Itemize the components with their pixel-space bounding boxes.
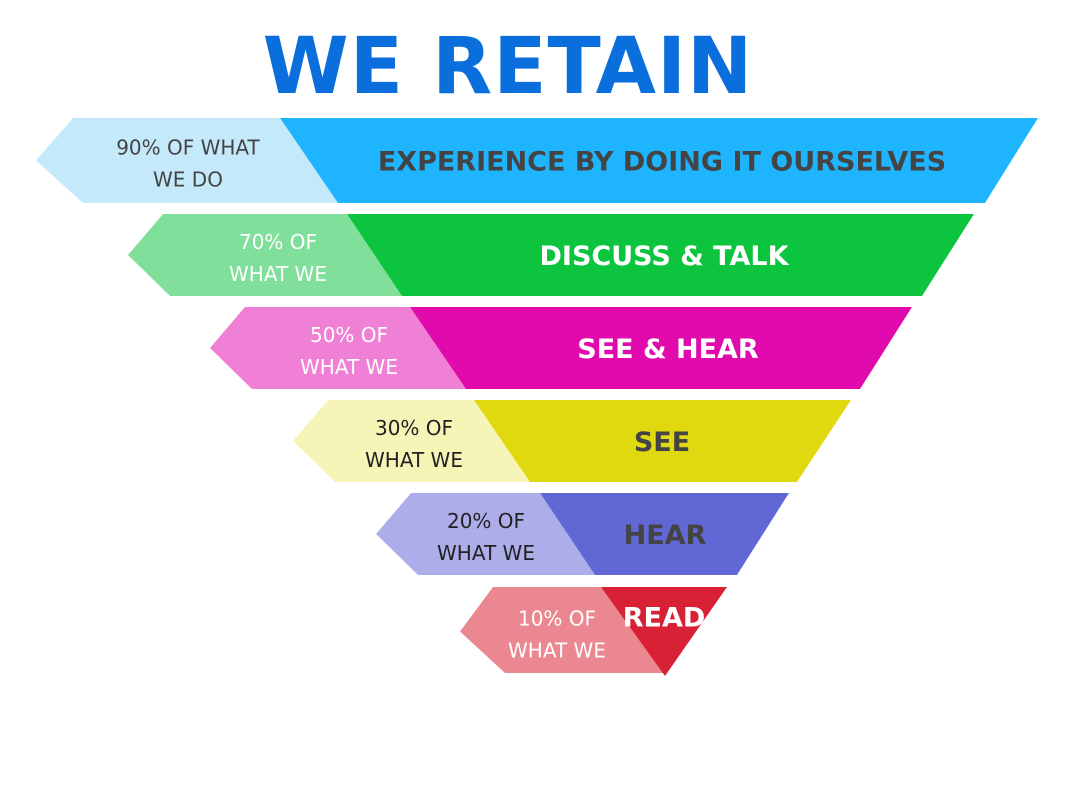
funnel-level: 30% OF WHAT WE SEE — [293, 400, 851, 482]
percent-arrow — [293, 400, 530, 482]
activity-label: EXPERIENCE BY DOING IT OURSELVES — [378, 147, 946, 178]
activity-band — [347, 214, 974, 296]
activity-label: READ — [623, 603, 706, 634]
percent-line-1: 10% OF — [518, 607, 596, 631]
percent-line-1: 20% OF — [447, 509, 525, 533]
percent-line-2: WHAT WE — [508, 639, 606, 663]
activity-label: SEE & HEAR — [577, 334, 759, 365]
funnel-level: 10% OF WHAT WE READ — [460, 587, 727, 676]
funnel-level: 50% OF WHAT WE SEE & HEAR — [210, 307, 912, 389]
percent-line-2: WE DO — [153, 168, 223, 192]
activity-band — [280, 118, 1038, 203]
activity-band — [601, 587, 727, 676]
activity-label: DISCUSS & TALK — [539, 241, 789, 272]
percent-line-2: WHAT WE — [365, 448, 463, 472]
percent-line-1: 70% OF — [239, 230, 317, 254]
percent-line-2: WHAT WE — [229, 262, 327, 286]
activity-band — [474, 400, 851, 482]
activity-label: HEAR — [624, 520, 707, 551]
percent-line-2: WHAT WE — [300, 355, 398, 379]
percent-arrow — [128, 214, 402, 296]
percent-arrow — [36, 118, 338, 203]
percent-arrow — [376, 493, 595, 575]
percent-line-1: 50% OF — [310, 323, 388, 347]
percent-line-1: 30% OF — [375, 416, 453, 440]
funnel-level: 70% OF WHAT WE DISCUSS & TALK — [128, 214, 974, 296]
percent-line-2: WHAT WE — [437, 541, 535, 565]
percent-arrow — [210, 307, 466, 389]
funnel-level: 90% OF WHAT WE DO EXPERIENCE BY DOING IT O… — [36, 118, 1038, 203]
funnel-level: 20% OF WHAT WE HEAR — [376, 493, 789, 575]
activity-band — [540, 493, 789, 575]
percent-line-1: 90% OF WHAT — [116, 136, 260, 160]
activity-label: SEE — [634, 427, 690, 458]
activity-band — [410, 307, 912, 389]
diagram-title: WE RETAIN — [262, 22, 754, 112]
percent-arrow — [460, 587, 665, 673]
